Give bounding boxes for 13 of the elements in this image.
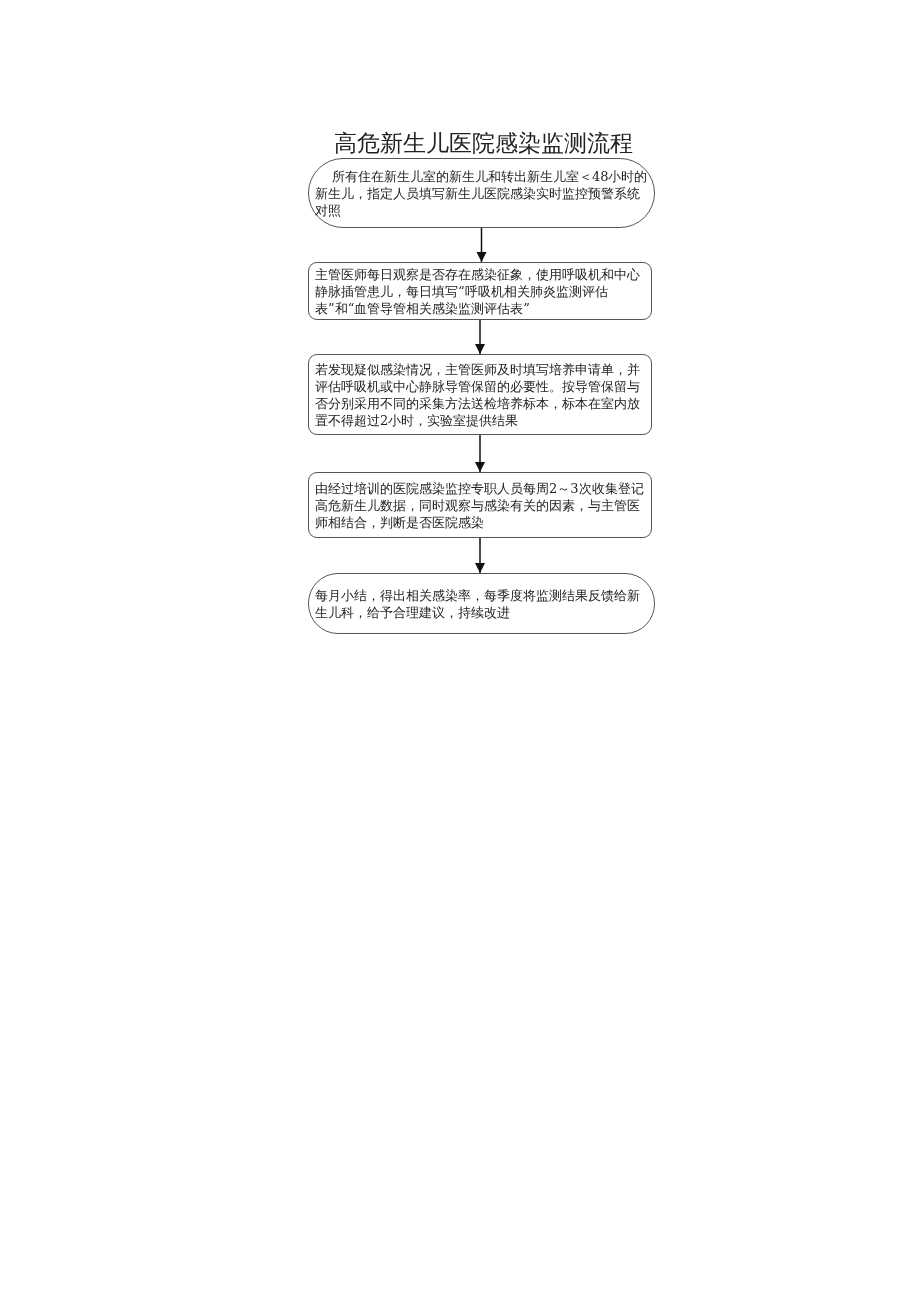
diagram-title: 高危新生儿医院感染监测流程 xyxy=(332,129,634,158)
step-text: 主管医师每日观察是否存在感染征象，使用呼吸机和中心静脉插管患儿，每日填写“呼吸机相关肺炎监测评估表”和“血管导管相关感染监测评估表” xyxy=(314,265,641,317)
arrow xyxy=(474,434,486,473)
process-box xyxy=(308,354,652,435)
arrow xyxy=(476,227,487,263)
process-box xyxy=(308,472,652,538)
arrow xyxy=(474,537,486,574)
step-text: 每月小结，得出相关感染率，每季度将监测结果反馈给新生儿科，给予合理建议，持续改进 xyxy=(314,586,641,621)
step-text: 所有住在新生儿室的新生儿和转出新生儿室＜48小时的新生儿，指定人员填写新生儿医院感染实时监控预警系统对照 xyxy=(314,167,649,219)
arrow xyxy=(474,319,486,355)
terminal-shape xyxy=(308,573,655,634)
step-text: 若发现疑似感染情况，主管医师及时填写培养申请单，并评估呼吸机或中心静脉导管保留的必要性。按导管保留与否分别采用不同的采集方法送检培养标本，标本在室内放置不得超过2小时，实验室提供结果 xyxy=(314,360,641,429)
step-text: 由经过培训的医院感染监控专职人员每周2～3次收集登记高危新生儿数据，同时观察与感染有关的因素，与主管医师相结合，判断是否医院感染 xyxy=(314,479,645,531)
